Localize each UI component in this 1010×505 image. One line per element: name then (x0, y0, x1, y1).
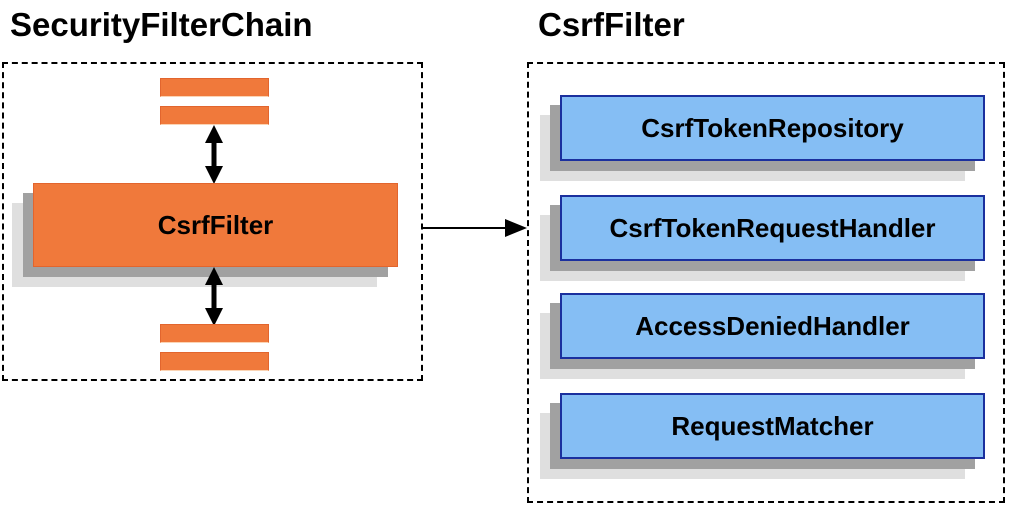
double-arrow-icon (205, 267, 223, 326)
component-label: RequestMatcher (671, 410, 874, 441)
component-label: CsrfTokenRequestHandler (609, 212, 936, 243)
component-label: AccessDeniedHandler (635, 310, 910, 341)
component-label: CsrfTokenRepository (641, 112, 904, 143)
filter-placeholder-bar-bottom-1 (160, 324, 269, 343)
security-filter-chain-container (2, 62, 423, 381)
filter-placeholder-bar-top-2 (160, 106, 269, 125)
csrf-filter-title: CsrfFilter (538, 6, 685, 43)
security-filter-chain-title: SecurityFilterChain (10, 6, 313, 43)
component-box-access-denied-handler: AccessDeniedHandler (560, 293, 985, 359)
component-box-request-matcher: RequestMatcher (560, 393, 985, 459)
filter-placeholder-bar-top-1 (160, 78, 269, 97)
arrow-right-icon (423, 219, 527, 237)
csrf-filter-box: CsrfFilter (33, 183, 398, 267)
double-arrow-icon (205, 125, 223, 184)
component-box-csrf-token-repository: CsrfTokenRepository (560, 95, 985, 161)
filter-placeholder-bar-bottom-2 (160, 352, 269, 371)
csrf-filter-container (527, 62, 1005, 503)
component-box-csrf-token-request-handler: CsrfTokenRequestHandler (560, 195, 985, 261)
csrf-filter-box-label: CsrfFilter (157, 209, 274, 240)
